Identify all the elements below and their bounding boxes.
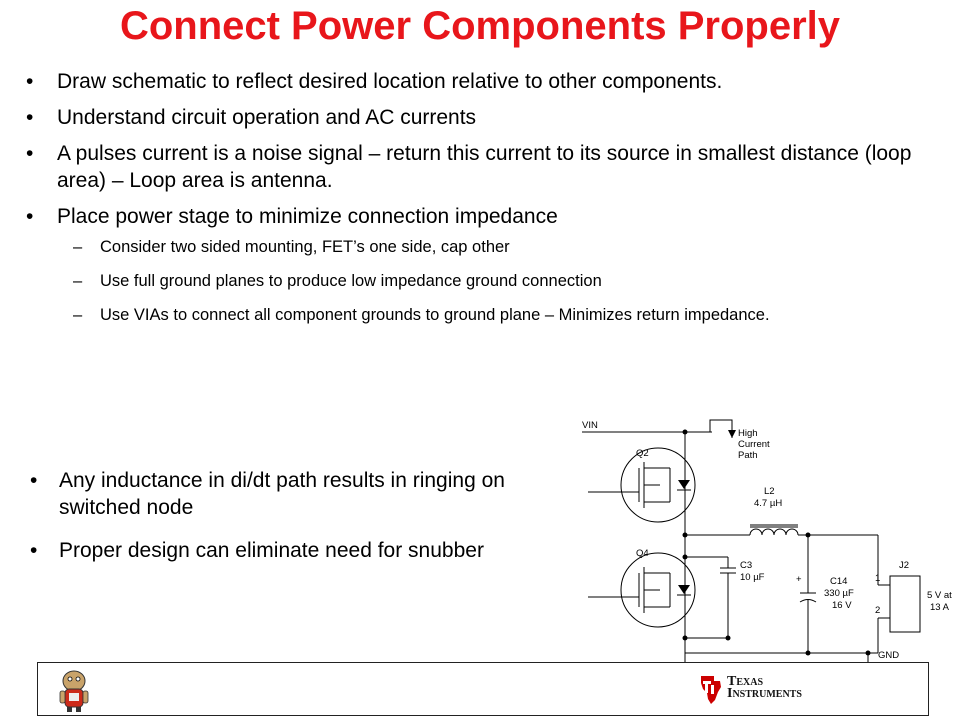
label-high: High xyxy=(738,428,758,439)
sub-bullet-text: Consider two sided mounting, FET’s one s… xyxy=(100,238,510,256)
label-plus: + xyxy=(796,574,802,585)
bullet-text: Draw schematic to reflect desired locati… xyxy=(57,70,723,93)
slide-title: Connect Power Components Properly xyxy=(119,4,841,48)
power-stage-schematic: VIN High Current Path Q2 Q4 L2 4.7 µH C3… xyxy=(582,419,952,676)
bullet-text: Any inductance in di/dt path results in … xyxy=(59,469,505,519)
brand-line-1: Texas xyxy=(727,674,764,689)
label-c14: C14 xyxy=(830,576,847,587)
label-c14-voltage: 16 V xyxy=(832,600,852,611)
bullet-item: • Place power stage to minimize connectio… xyxy=(26,203,936,230)
footer-bar xyxy=(37,662,929,716)
bullet-text: Place power stage to minimize connection… xyxy=(57,205,558,228)
label-q4: Q4 xyxy=(636,548,649,559)
bullet-text: Proper design can eliminate need for snu… xyxy=(59,539,484,562)
bullet-item: • A pulses current is a noise signal – re… xyxy=(26,140,936,194)
label-out2: 13 A xyxy=(930,602,950,613)
label-c3: C3 xyxy=(740,560,752,571)
label-vin: VIN xyxy=(582,420,598,431)
label-path: Path xyxy=(738,450,758,461)
sub-bullet-item: –Use VIAs to connect all component groun… xyxy=(26,305,906,325)
label-c3-value: 10 µF xyxy=(740,572,765,583)
brand-line-2: Instruments xyxy=(727,686,802,701)
sub-bullet-item: –Use full ground planes to produce low i… xyxy=(26,271,936,291)
bullet-dot: • xyxy=(26,70,34,93)
bullet-dot: • xyxy=(30,469,38,492)
mascot-icon xyxy=(59,670,89,712)
bullet-dot: • xyxy=(26,142,34,165)
label-l2-value: 4.7 µH xyxy=(754,498,782,509)
label-q2: Q2 xyxy=(636,448,649,459)
label-pin1: 1 xyxy=(875,573,880,584)
label-c14-value: 330 µF xyxy=(824,588,854,599)
bullet-item: • Draw schematic to reflect desired locat… xyxy=(26,68,936,95)
label-gnd: GND xyxy=(878,650,899,661)
bullet-text: A pulses current is a noise signal – ret… xyxy=(57,142,912,192)
sub-bullet-dash: – xyxy=(73,272,83,290)
texas-instruments-logo-icon xyxy=(701,676,721,704)
bullet-item: • Understand circuit operation and AC cur… xyxy=(26,104,936,131)
lower-bullet-item: • Any inductance in di/dt path results in… xyxy=(30,467,550,521)
bullet-dot: • xyxy=(30,539,38,562)
bullet-dot: • xyxy=(26,205,34,228)
sub-bullet-dash: – xyxy=(73,306,83,324)
sub-bullet-text: Use full ground planes to produce low im… xyxy=(100,272,602,290)
label-out1: 5 V at xyxy=(927,590,952,601)
label-current: Current xyxy=(738,439,770,450)
label-pin2: 2 xyxy=(875,605,880,616)
sub-bullet-dash: – xyxy=(73,238,83,256)
texas-instruments-wordmark: Texas Instruments xyxy=(727,674,802,701)
sub-bullet-text: Use VIAs to connect all component ground… xyxy=(100,306,770,324)
bullet-dot: • xyxy=(26,106,34,129)
sub-bullet-item: –Consider two sided mounting, FET’s one … xyxy=(26,237,936,257)
label-j2: J2 xyxy=(899,560,909,571)
lower-bullet-item: • Proper design can eliminate need for sn… xyxy=(30,537,550,564)
bullet-list: • Draw schematic to reflect desired locat… xyxy=(26,68,936,340)
bullet-text: Understand circuit operation and AC curr… xyxy=(57,106,477,129)
label-l2: L2 xyxy=(764,486,775,497)
